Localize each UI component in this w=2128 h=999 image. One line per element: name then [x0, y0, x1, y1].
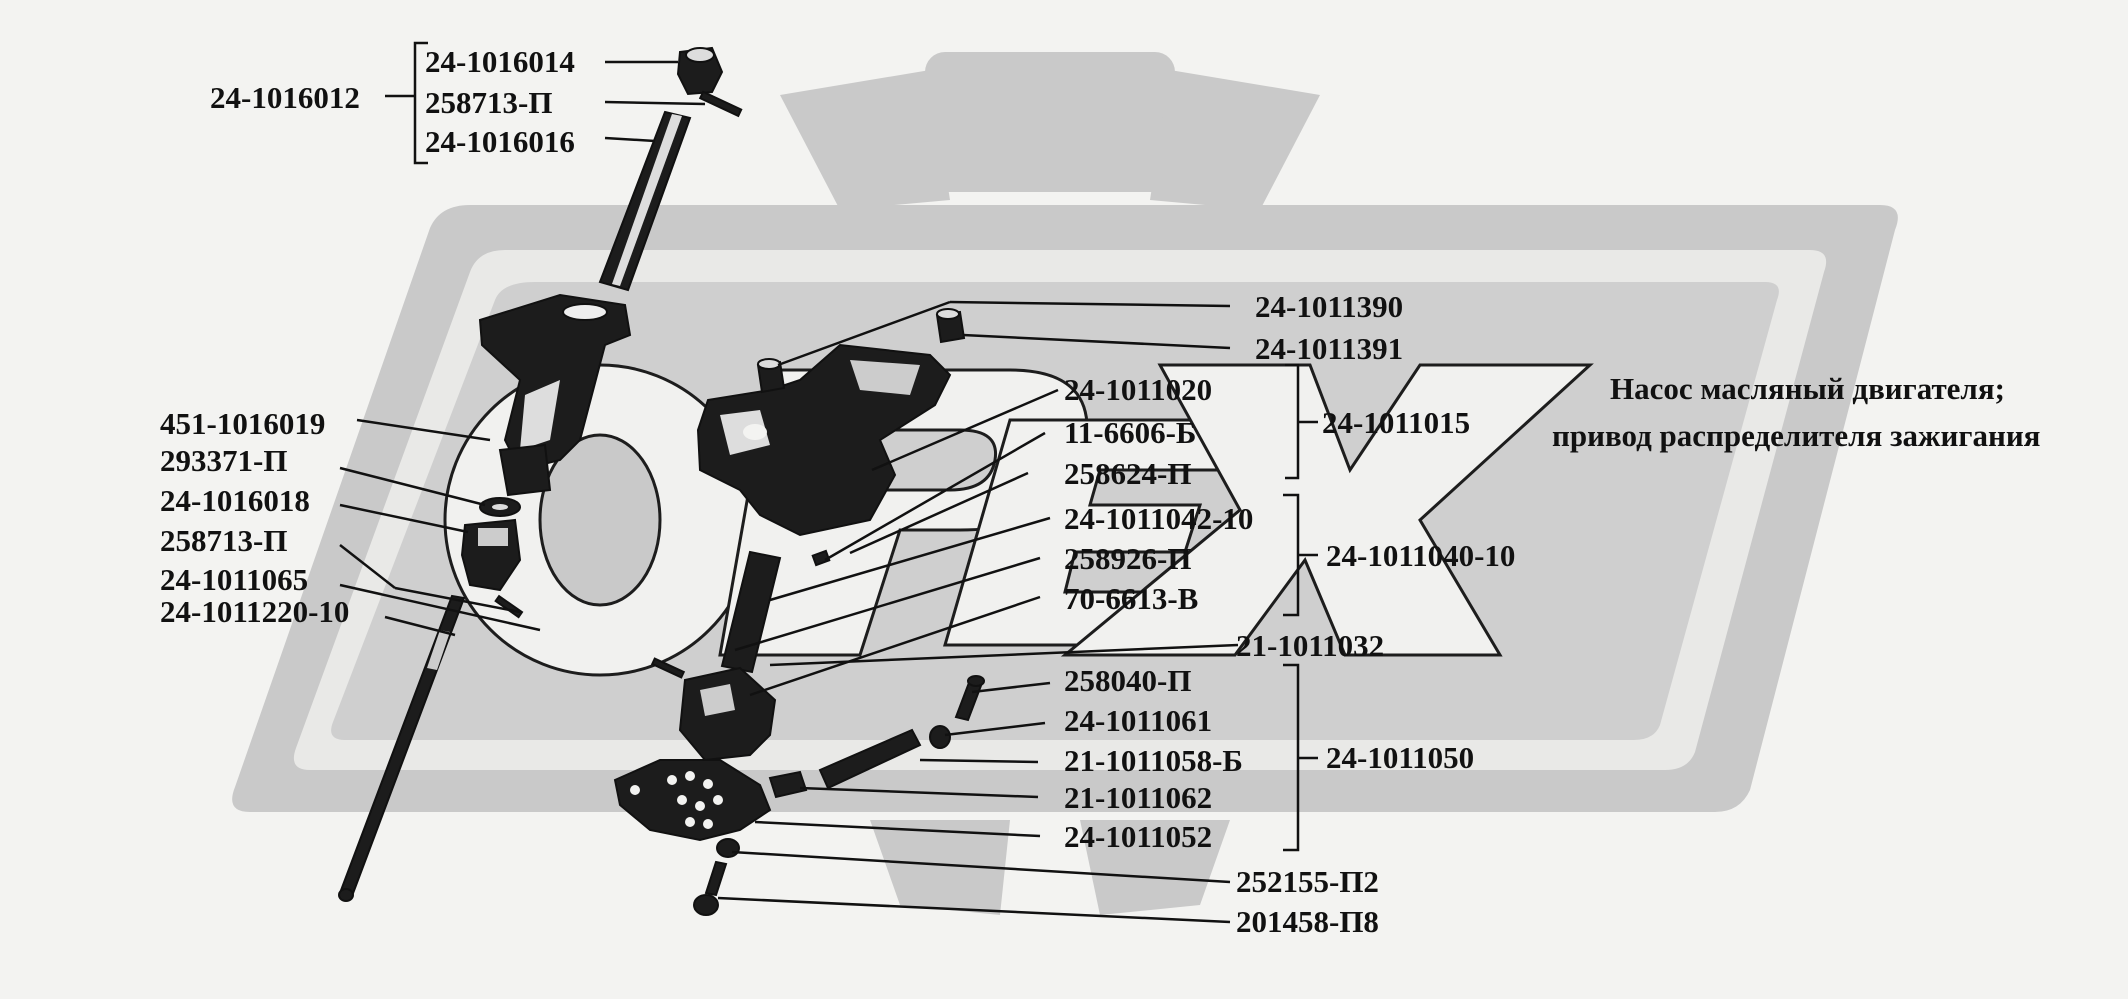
label-24-1011015: 24-1011015: [1322, 405, 1471, 440]
title-line-2: привод распределителя зажигания: [1552, 418, 2041, 453]
label-24-1011040-10: 24-1011040-10: [1326, 538, 1516, 573]
label-70-6613-v: 70-6613-В: [1064, 581, 1199, 616]
ball-part: [929, 725, 951, 749]
leader-lines: [339, 41, 1318, 924]
label-24-1016012: 24-1016012: [210, 80, 360, 115]
intermediate-shaft: [720, 550, 782, 674]
label-258713-p-top: 258713-П: [425, 85, 553, 120]
label-24-1011020: 24-1011020: [1064, 372, 1213, 407]
label-24-1011061: 24-1011061: [1064, 703, 1213, 738]
label-258713-p: 258713-П: [160, 523, 288, 558]
pin-top: [698, 90, 743, 118]
label-451-1016019: 451-1016019: [160, 406, 326, 441]
bottom-bolt: [704, 860, 728, 897]
label-293371-p: 293371-П: [160, 443, 288, 478]
plug-part: [768, 770, 808, 799]
label-21-1011058-b: 21-1011058-Б: [1064, 743, 1243, 778]
label-24-1011052: 24-1011052: [1064, 819, 1213, 854]
label-24-1011050: 24-1011050: [1326, 740, 1475, 775]
label-201458-p8: 201458-П8: [1236, 904, 1379, 939]
ring-part: [716, 838, 740, 858]
label-24-1011042-10: 24-1011042-10: [1064, 501, 1254, 536]
label-258926-p: 258926-П: [1064, 541, 1192, 576]
label-24-1011065: 24-1011065: [160, 562, 309, 597]
label-24-1011390: 24-1011390: [1255, 289, 1404, 324]
label-24-1016016: 24-1016016: [425, 124, 575, 159]
label-21-1011062: 21-1011062: [1064, 780, 1213, 815]
label-11-6606-b: 11-6606-Б: [1064, 415, 1197, 450]
label-24-1011391: 24-1011391: [1255, 331, 1404, 366]
label-258040-p: 258040-П: [1064, 663, 1192, 698]
watermark-gear: [780, 52, 1320, 915]
label-24-1016018: 24-1016018: [160, 483, 310, 518]
cover-plate: [613, 759, 772, 842]
title-line-1: Насос масляный двигателя;: [1610, 371, 2005, 406]
label-24-1011220-10: 24-1011220-10: [160, 594, 350, 629]
parts: [338, 46, 985, 916]
spring-part: [818, 728, 922, 790]
label-258624-p: 258624-П: [1064, 456, 1192, 491]
housing-gear: [498, 443, 552, 497]
label-252155-p2: 252155-П2: [1236, 864, 1379, 899]
label-21-1011032: 21-1011032: [1236, 628, 1385, 663]
label-24-1016014: 24-1016014: [425, 44, 575, 79]
